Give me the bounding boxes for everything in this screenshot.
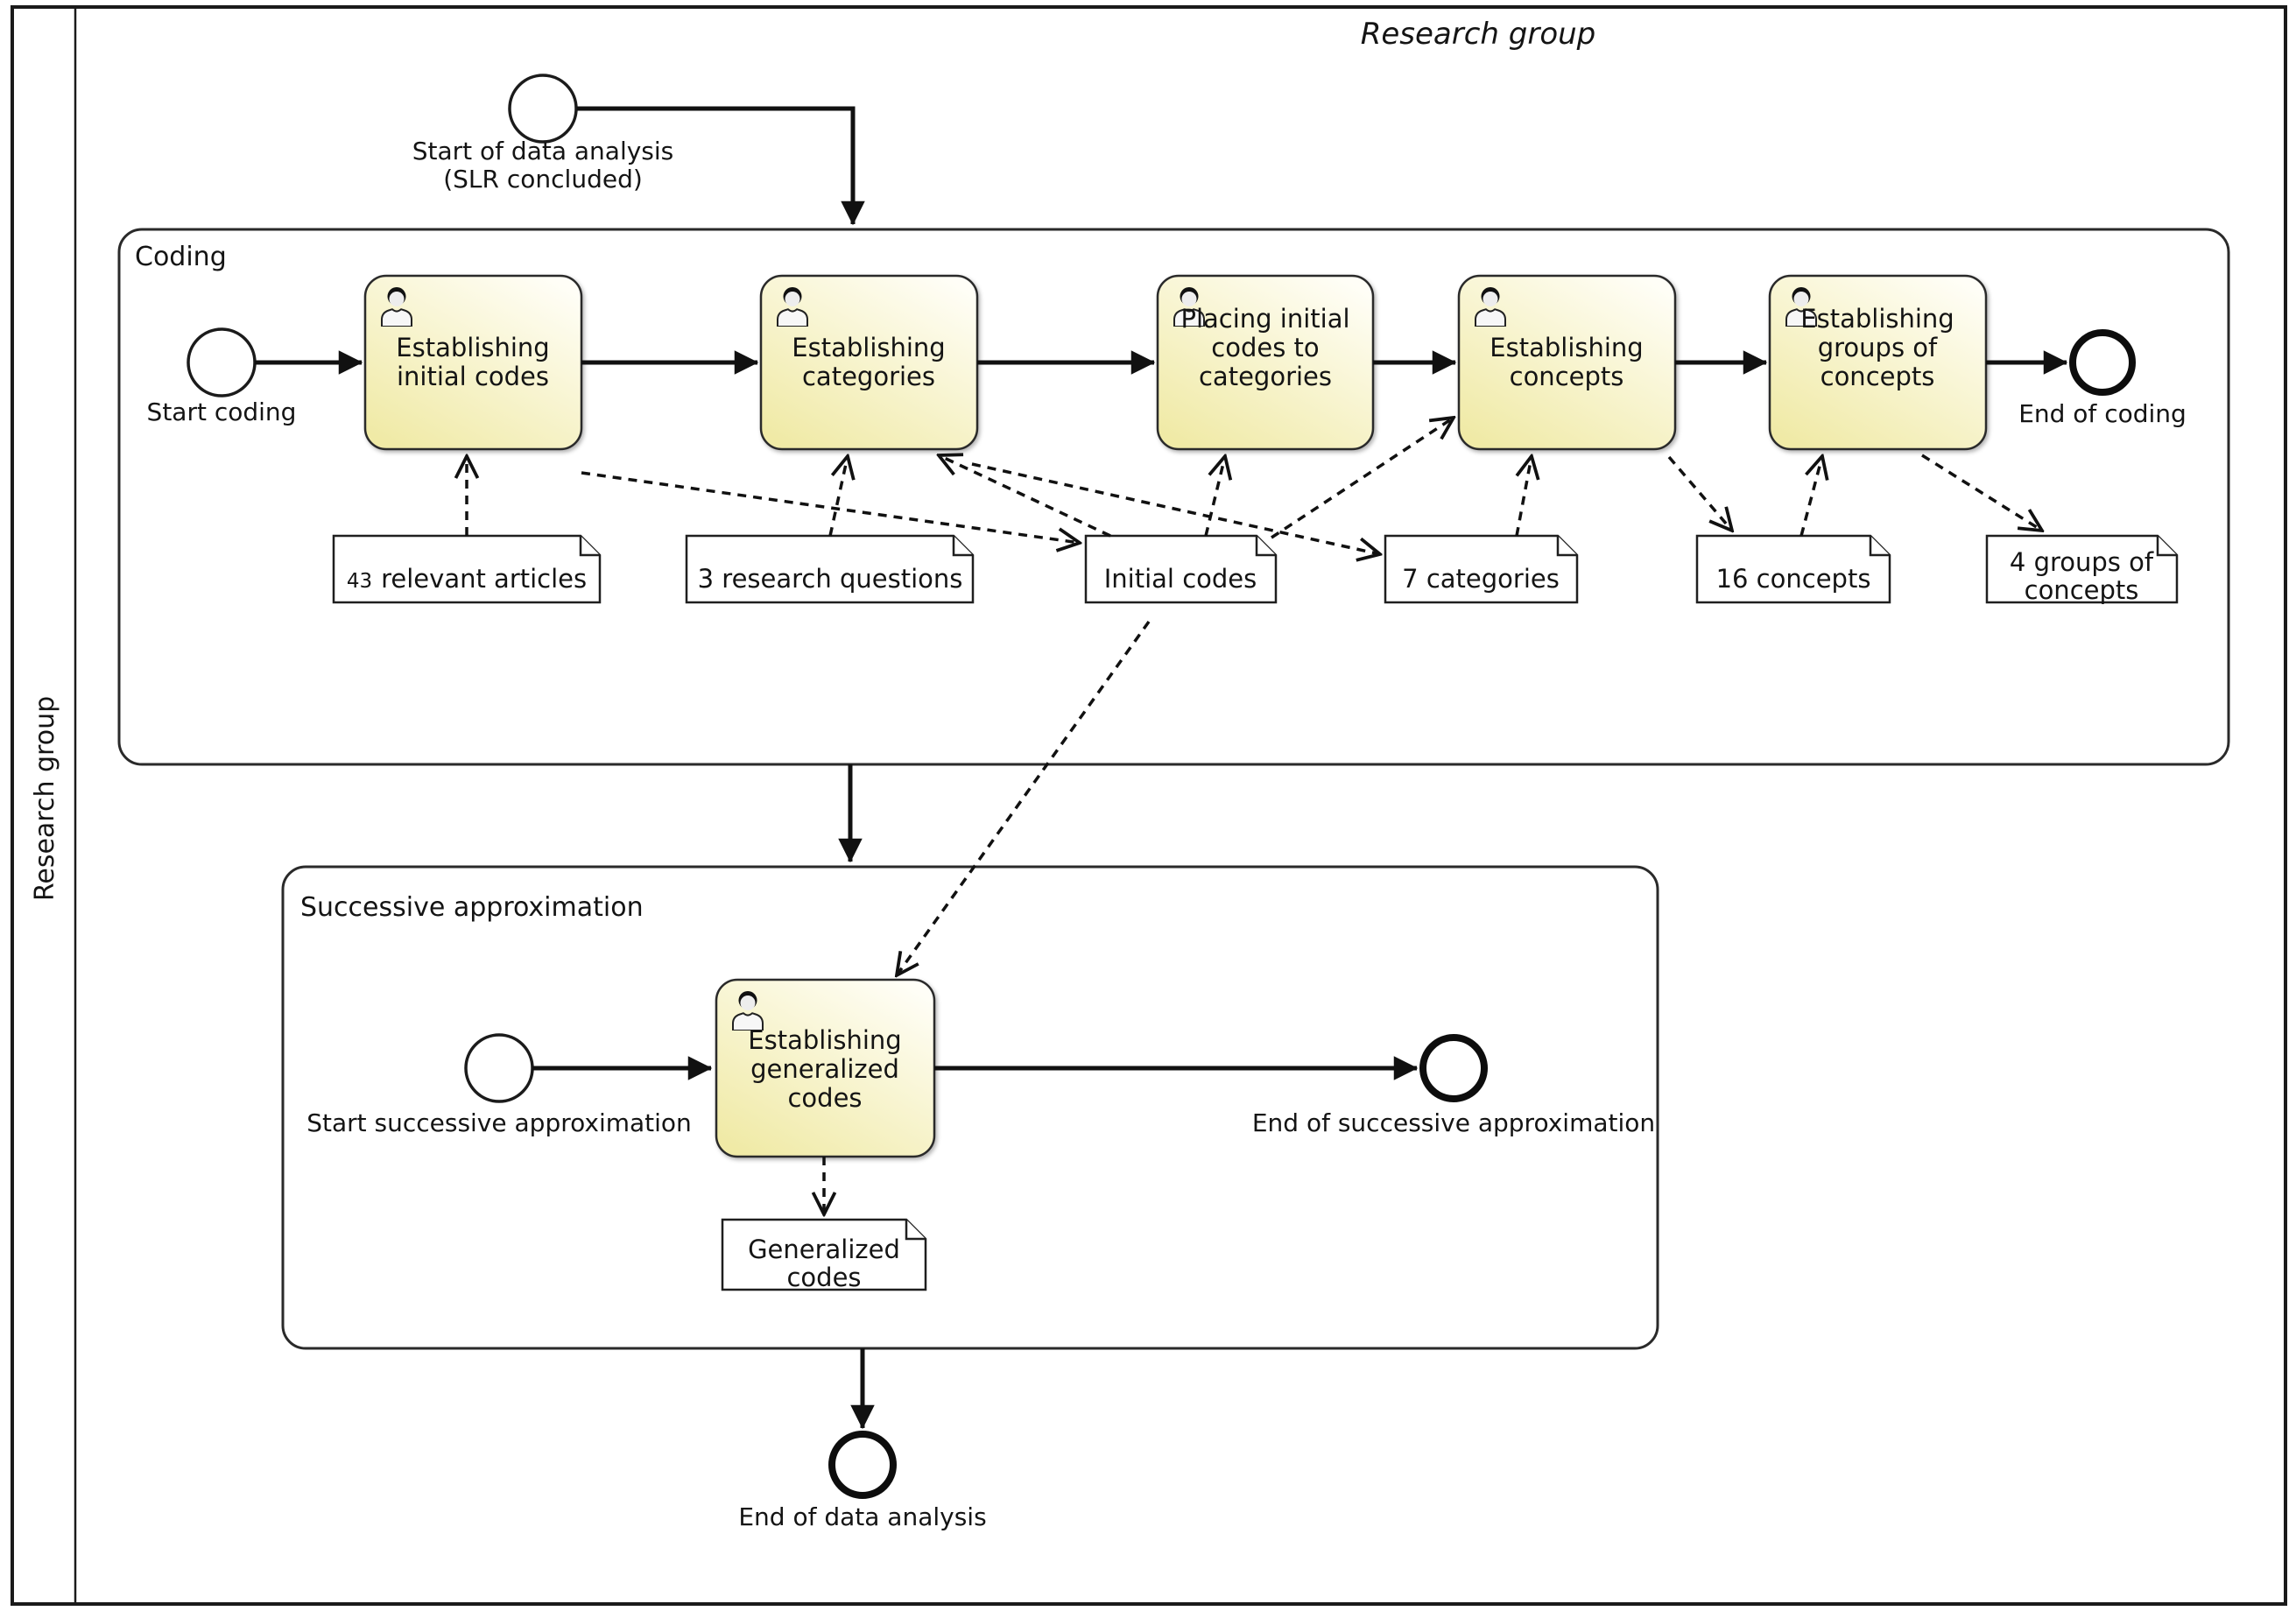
data-object-fold-icon <box>2156 536 2177 557</box>
start-coding-circle <box>187 327 257 397</box>
task-label-line: Establishing <box>1800 304 1954 334</box>
task-establishing-initial-codes: Establishing initial codes <box>363 274 583 451</box>
assoc-initial-codes-task-to-initial-codes-doc <box>581 471 1080 543</box>
data-object-label-line2: codes <box>786 1263 861 1292</box>
assoc-concepts-task-to-concepts-doc <box>1667 455 1732 531</box>
task-establishing-groups-of-concepts: Establishing groups of concepts <box>1768 274 1988 451</box>
event-end-successive-approximation: End of successive approximation <box>1252 1034 1655 1137</box>
data-object-shape <box>332 534 602 604</box>
data-object-research-questions: 3 research questions <box>685 534 975 604</box>
data-object-concepts: 16 concepts <box>1695 534 1891 604</box>
data-object-fold-icon <box>1255 536 1276 557</box>
coding-subprocess-label: Coding <box>135 242 227 272</box>
data-object-relevant-articles: 43 relevant articles <box>332 534 602 604</box>
task-label-line: Placing initial <box>1180 304 1349 334</box>
assoc-research-questions-to-categories-task <box>828 456 848 537</box>
data-object-shape <box>1985 534 2179 604</box>
task-placing-initial-codes-to-categories: Placing initial codes to categories <box>1156 274 1375 451</box>
task-establishing-concepts: Establishing concepts <box>1457 274 1677 451</box>
assoc-initial-codes-doc-to-placing-task <box>1204 456 1225 537</box>
coding-subprocess-border <box>117 228 2230 766</box>
assoc-groups-task-to-groups-doc <box>1921 454 2042 531</box>
data-object-text: relevant articles <box>381 564 587 594</box>
event-end-data-analysis: End of data analysis <box>738 1431 987 1531</box>
task-label-line: Establishing <box>1490 333 1643 362</box>
flow-start-data-analysis-to-coding <box>577 106 865 226</box>
task-label-line: Establishing <box>748 1025 901 1055</box>
assoc-initial-codes-doc-to-categories-task <box>939 455 1111 538</box>
data-object-shape <box>1384 534 1579 604</box>
successive-approximation-label: Successive approximation <box>300 892 644 923</box>
end-coding-label: End of coding <box>2018 399 2187 428</box>
data-object-initial-codes: Initial codes <box>1084 534 1278 604</box>
data-object-shape <box>721 1218 927 1291</box>
task-establishing-generalized-codes: Establishing generalized codes <box>715 978 936 1158</box>
data-object-count: 43 <box>347 570 372 593</box>
task-label-line: Establishing <box>792 333 945 362</box>
data-associations <box>467 418 2042 1214</box>
task-label-line: concepts <box>1821 362 1935 391</box>
task-label-line: categories <box>802 362 935 391</box>
data-object-groups-of-concepts: 4 groups of concepts <box>1985 534 2179 605</box>
start-data-analysis-label-line1: Start of data analysis <box>412 137 674 165</box>
successive-approximation-border <box>281 865 1659 1350</box>
start-sa-circle <box>464 1033 534 1103</box>
data-object-categories: 7 categories <box>1384 534 1579 604</box>
task-label-line: Establishing <box>396 333 549 362</box>
data-object-fold-icon <box>905 1220 926 1241</box>
data-object-fold-icon <box>952 536 973 557</box>
sequence-flows <box>255 106 2068 1430</box>
assoc-concepts-doc-to-groups-task <box>1799 456 1822 537</box>
data-object-label: 16 concepts <box>1716 564 1871 594</box>
event-start-data-analysis: Start of data analysis (SLR concluded) <box>412 74 674 193</box>
data-object-generalized-codes: Generalized codes <box>721 1218 927 1292</box>
task-label-line: categories <box>1199 362 1332 391</box>
task-label-line: generalized <box>750 1054 899 1084</box>
data-object-label: 43 relevant articles <box>347 564 587 594</box>
task-label-line: concepts <box>1510 362 1624 391</box>
end-sa-label: End of successive approximation <box>1252 1108 1655 1137</box>
pool-lane-label: Research group <box>30 696 60 901</box>
event-end-coding: End of coding <box>2018 329 2187 428</box>
end-sa-circle <box>1419 1034 1488 1102</box>
start-data-analysis-label-line2: (SLR concluded) <box>443 165 643 193</box>
data-object-label-line1: 4 groups of <box>2010 547 2154 577</box>
pool-watermark-label: Research group <box>1361 17 1596 52</box>
task-label-line: groups of <box>1818 333 1938 362</box>
subprocess-coding: Coding Start coding Establishing initial… <box>117 228 2230 766</box>
end-data-analysis-circle <box>828 1431 897 1499</box>
data-object-shape <box>1695 534 1891 604</box>
end-data-analysis-label: End of data analysis <box>738 1502 986 1531</box>
start-sa-label: Start successive approximation <box>306 1108 692 1137</box>
start-coding-label: Start coding <box>147 397 297 426</box>
task-label-line: codes to <box>1211 333 1319 362</box>
data-object-shape <box>685 534 975 604</box>
task-establishing-categories: Establishing categories <box>759 274 979 451</box>
start-event-circle <box>508 74 578 144</box>
end-coding-circle <box>2069 329 2136 396</box>
data-object-label-line1: Generalized <box>748 1235 900 1264</box>
assoc-categories-doc-to-concepts-task <box>1515 456 1532 537</box>
data-object-fold-icon <box>579 536 600 557</box>
assoc-initial-codes-doc-to-concepts-task <box>1271 418 1454 539</box>
pool-research-group: Research group Research group <box>11 5 2287 1606</box>
data-object-fold-icon <box>1869 536 1890 557</box>
data-object-label: Initial codes <box>1104 564 1257 594</box>
data-object-fold-icon <box>1556 536 1577 557</box>
pool-border <box>11 5 2287 1606</box>
assoc-categories-task-to-categories-doc <box>971 462 1380 554</box>
data-object-label-line2: concepts <box>2025 575 2139 605</box>
data-object-label: 7 categories <box>1402 564 1560 594</box>
data-object-label: 3 research questions <box>698 564 963 594</box>
task-label-line: initial codes <box>397 362 549 391</box>
data-object-shape <box>1084 534 1278 604</box>
task-label-line: codes <box>787 1083 862 1113</box>
